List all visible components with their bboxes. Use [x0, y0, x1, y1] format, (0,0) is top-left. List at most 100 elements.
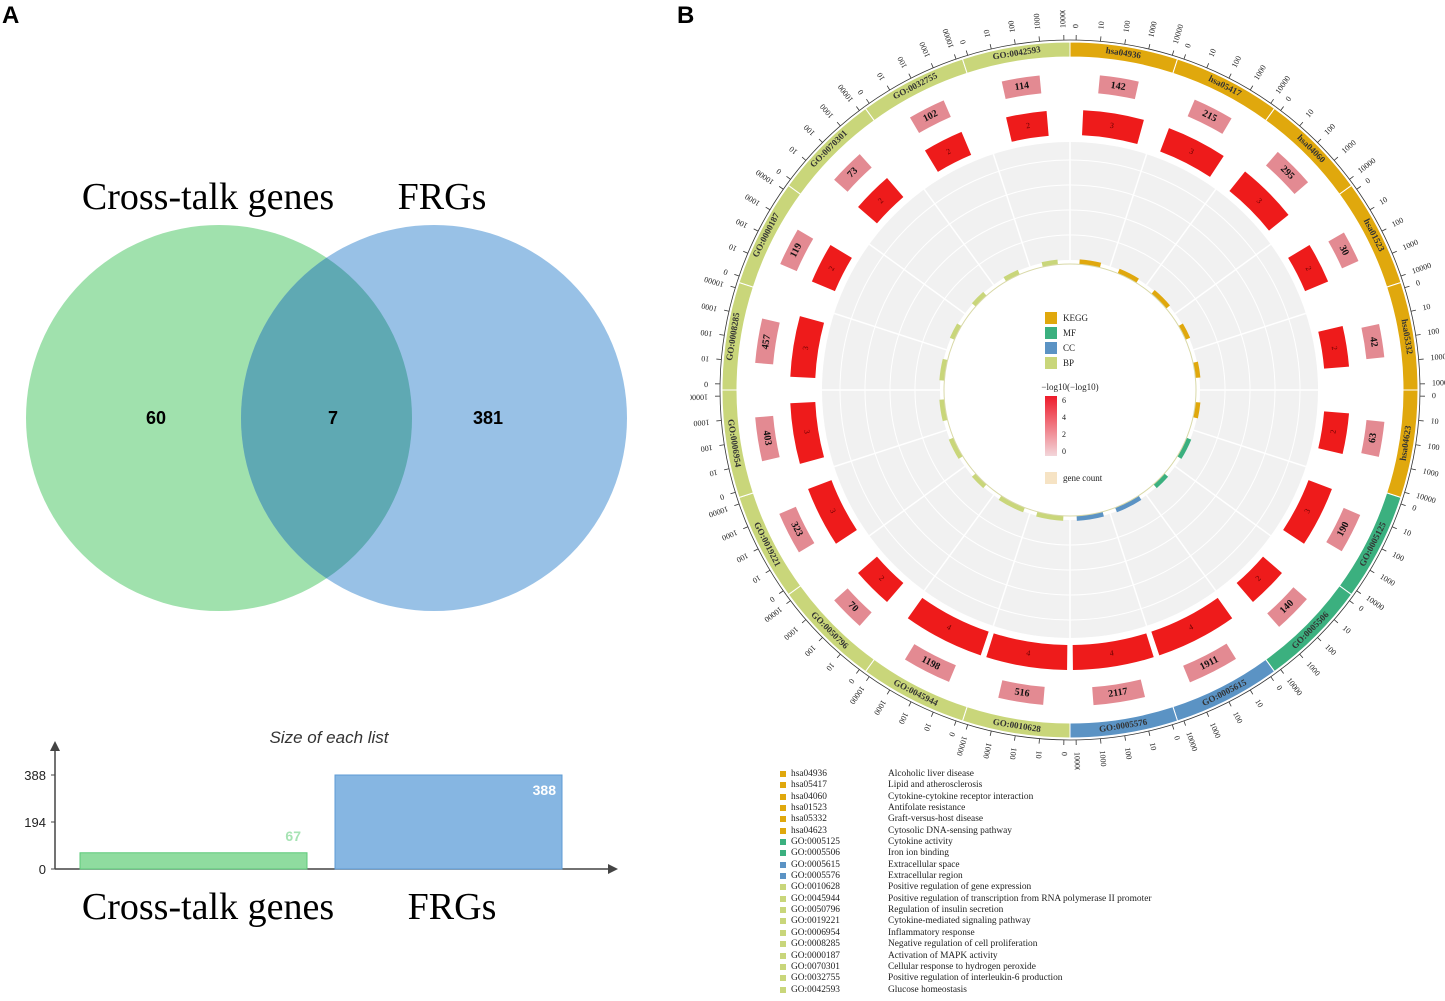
background-count-bar: [1267, 587, 1307, 627]
bar-category-label: FRGs: [408, 886, 497, 928]
segment-divider: [868, 243, 966, 315]
inner-ratio-bar: [1041, 259, 1058, 267]
term-legend-swatch: [780, 918, 786, 925]
ring-tick-label: 10: [875, 71, 887, 83]
bar-chart-title: Size of each list: [269, 728, 389, 747]
ring-tick-label: 1000: [1146, 21, 1158, 39]
background-count-label: 30: [1337, 244, 1351, 258]
background-count-bar: [1265, 151, 1309, 195]
segment-divider: [1109, 153, 1148, 267]
term-legend-id: GO:0050796: [791, 905, 840, 916]
term-legend-description: Positive regulation of gene expression: [888, 882, 1032, 893]
ring-tick-label: 1000: [693, 418, 710, 428]
ring-tick-label: 10000: [703, 275, 725, 289]
legend-category-label: KEGG: [1063, 313, 1088, 323]
inner-ratio-bar: [939, 358, 948, 381]
term-legend-id: GO:0019221: [791, 916, 840, 927]
ring-tick-label: 0: [719, 492, 725, 502]
term-legend-swatch: [780, 873, 786, 880]
ring-tick-label: 10: [1034, 750, 1044, 759]
venn-right-count: 381: [473, 408, 503, 428]
term-legend-id: GO:0000187: [791, 950, 840, 961]
background-count-bar: [755, 415, 780, 462]
ring-tick-label: 1000: [1032, 13, 1042, 30]
ring-tick-label: 10000: [1356, 156, 1377, 175]
term-legend-id: GO:0070301: [791, 961, 840, 972]
gene-count-label: 3: [1302, 507, 1312, 515]
ring-tick-label: 10000: [690, 392, 708, 401]
ring-tick-label: 0: [1183, 42, 1193, 49]
ring-tick-label: 1000: [1252, 63, 1268, 81]
segment-divider: [1145, 494, 1217, 592]
ring-tick-label: 10: [1378, 195, 1390, 207]
inner-ratio-bar: [1115, 495, 1142, 513]
gene-count-label: 2: [1254, 574, 1263, 583]
segment-divider: [833, 429, 947, 468]
term-legend-id: GO:0005125: [791, 837, 840, 848]
ring-tick-label: 10: [727, 242, 738, 253]
ring-tick-label: 100: [734, 217, 749, 230]
term-legend-description: Inflammatory response: [888, 927, 975, 938]
legend-gradient-tick: 0: [1062, 447, 1066, 456]
ring-tick-label: 100: [1427, 326, 1440, 337]
ring-tick-label: 0: [1060, 752, 1069, 756]
inner-ratio-bar: [949, 323, 962, 340]
background-count-bar: [1092, 679, 1146, 706]
inner-ratio-bar: [948, 437, 963, 459]
term-legend-swatch: [780, 771, 786, 777]
gene-count-label: 2: [827, 265, 837, 273]
bar-value-label: 388: [533, 782, 557, 798]
inner-ratio-bar: [971, 291, 987, 307]
background-count-label: 516: [1014, 686, 1031, 699]
bar: [334, 774, 563, 870]
ring-tick-label: 100: [1008, 747, 1019, 760]
ring-tick-label: 10: [701, 354, 710, 364]
term-legend-description: Regulation of insulin secretion: [888, 905, 1004, 916]
inner-ratio-bar: [1193, 402, 1201, 419]
ring-tick-label: 100: [803, 643, 818, 658]
gene-count-bar: [1072, 633, 1154, 670]
ring-tick-label: 100: [1322, 122, 1337, 137]
gene-count-label: 4: [1026, 648, 1031, 658]
gene-count-bar: [1318, 326, 1350, 369]
legend-gradient-bar: [1045, 396, 1057, 456]
gene-count-bar: [858, 556, 904, 602]
term-legend-swatch: [780, 850, 786, 857]
legend-category-label: MF: [1063, 328, 1076, 338]
gene-count-label: 2: [1328, 429, 1338, 434]
background-count-bar: [1326, 507, 1361, 552]
gene-count-label: 3: [828, 507, 838, 515]
bar-value-label: 67: [285, 828, 301, 844]
ring-tick-label: 1000: [1305, 660, 1322, 678]
ring-tick-label: 10: [751, 573, 763, 585]
gene-count-bar: [1236, 556, 1282, 602]
ring-tick-label: 100: [1230, 54, 1243, 69]
legend-gene-count-swatch: [1045, 472, 1057, 484]
term-legend-description: Negative regulation of cell proliferatio…: [888, 939, 1038, 950]
ring-tick-label: 10000: [1411, 261, 1433, 276]
segment-divider: [1174, 243, 1272, 315]
term-legend-description: Extracellular space: [888, 859, 960, 870]
term-legend-id: hsa05332: [791, 814, 827, 825]
ring-tick-label: 10000: [836, 83, 855, 104]
ring-tick-label: 10: [1341, 624, 1353, 636]
gene-count-bar: [1283, 480, 1332, 544]
ring-tick-label: 10: [1253, 698, 1265, 710]
term-legend-description: Positive regulation of interleukin-6 pro…: [888, 973, 1063, 984]
ring-tick-label: 100: [735, 551, 750, 564]
term-legend-id: GO:0032755: [791, 973, 840, 984]
legend-category-swatch: [1045, 342, 1057, 354]
y-axis-arrow: [50, 741, 60, 751]
ring-tick-label: 1000: [743, 192, 761, 208]
term-legend-swatch: [780, 907, 786, 914]
ring-tick-label: 0: [1411, 503, 1418, 513]
term-legend-description: Activation of MAPK activity: [888, 950, 998, 961]
ring-tick-label: 10: [1207, 47, 1218, 58]
ring-tick-label: 100: [1323, 642, 1338, 657]
term-legend-description: Cellular response to hydrogen peroxide: [888, 961, 1036, 972]
